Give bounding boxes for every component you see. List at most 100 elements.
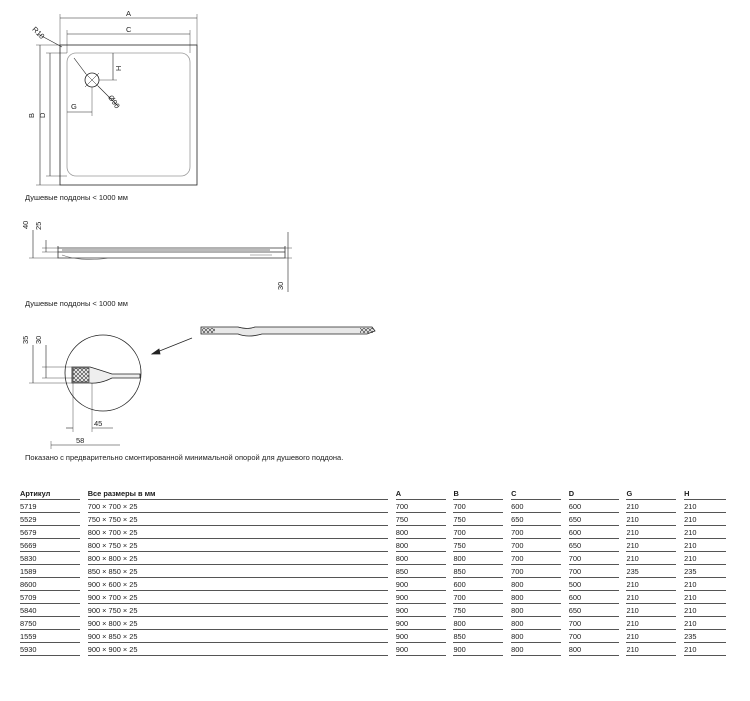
table-cell: 800 <box>511 617 561 630</box>
table-header-cell: G <box>626 485 677 500</box>
table-gap <box>561 617 569 630</box>
table-gap <box>388 500 396 513</box>
dim-label-a: A <box>126 9 131 18</box>
table-cell: 700 <box>453 591 504 604</box>
table-cell: 700 <box>511 565 561 578</box>
table-gap <box>676 526 684 539</box>
table-cell: 900 × 850 × 25 <box>87 630 388 643</box>
table-cell: 210 <box>684 513 726 526</box>
table-cell: 700 <box>511 552 561 565</box>
table-cell: 210 <box>626 617 677 630</box>
table-cell: 5709 <box>20 591 80 604</box>
table-cell: 900 <box>395 617 446 630</box>
table-cell: 800 <box>568 643 619 656</box>
table-cell: 850 <box>453 630 504 643</box>
dim-label-r10: R10 <box>30 25 46 41</box>
table-gap <box>503 643 511 656</box>
table-cell: 850 <box>453 565 504 578</box>
table-cell: 700 <box>453 526 504 539</box>
table-cell: 5930 <box>20 643 80 656</box>
table-cell: 750 <box>453 604 504 617</box>
table-header-cell: Все размеры в мм <box>87 485 388 500</box>
dim-label-g: G <box>71 102 77 111</box>
table-header-cell: D <box>568 485 619 500</box>
table-cell: 210 <box>684 591 726 604</box>
table-gap <box>561 643 569 656</box>
table-gap <box>619 630 627 643</box>
tray-inner-basin <box>66 52 191 177</box>
table-cell: 235 <box>626 565 677 578</box>
table-cell: 210 <box>626 552 677 565</box>
table-gap <box>676 500 684 513</box>
table-gap <box>388 552 396 565</box>
dim-label-45: 45 <box>94 419 102 428</box>
table-cell: 600 <box>511 500 561 513</box>
table-gap <box>388 526 396 539</box>
table-cell: 900 <box>395 578 446 591</box>
table-header-cell: A <box>395 485 446 500</box>
table-cell: 700 <box>568 565 619 578</box>
table-gap <box>446 565 454 578</box>
caption-top-view: Душевые поддоны < 1000 мм <box>25 193 128 202</box>
table-gap <box>561 578 569 591</box>
dim-label-h: H <box>114 66 123 71</box>
table-cell: 235 <box>684 565 726 578</box>
table-gap <box>503 565 511 578</box>
table-gap <box>446 539 454 552</box>
table-cell: 210 <box>684 643 726 656</box>
table-cell: 210 <box>684 617 726 630</box>
dim-label-35: 35 <box>21 336 30 344</box>
table-gap <box>676 565 684 578</box>
table-cell: 500 <box>568 578 619 591</box>
table-cell: 650 <box>568 604 619 617</box>
table-gap <box>619 643 627 656</box>
dim-label-c: C <box>126 25 132 34</box>
table-cell: 700 <box>568 630 619 643</box>
table-cell: 800 <box>395 552 446 565</box>
table-cell: 800 <box>511 604 561 617</box>
detail-view <box>29 326 376 449</box>
table-gap <box>503 617 511 630</box>
table-gap <box>80 643 88 656</box>
table-gap <box>503 485 511 500</box>
table-cell: 900 × 800 × 25 <box>87 617 388 630</box>
table-gap <box>388 513 396 526</box>
table-cell: 600 <box>453 578 504 591</box>
table-cell: 5719 <box>20 500 80 513</box>
table-gap <box>619 617 627 630</box>
table-header-cell: B <box>453 485 504 500</box>
table-gap <box>388 539 396 552</box>
table-gap <box>676 604 684 617</box>
dim-label-d90: Ø90 <box>106 93 122 110</box>
table-gap <box>388 643 396 656</box>
table-gap <box>619 500 627 513</box>
table-gap <box>561 604 569 617</box>
table-header-cell: H <box>684 485 726 500</box>
table-cell: 210 <box>626 526 677 539</box>
top-view <box>36 14 198 186</box>
table-cell: 210 <box>684 578 726 591</box>
table-gap <box>388 617 396 630</box>
table-cell: 210 <box>684 552 726 565</box>
table-cell: 210 <box>626 513 677 526</box>
table-cell: 650 <box>568 539 619 552</box>
table-cell: 5529 <box>20 513 80 526</box>
table-gap <box>676 539 684 552</box>
table-gap <box>619 526 627 539</box>
table-cell: 5669 <box>20 539 80 552</box>
caption-note: Показано с предварительно смонтированной… <box>25 453 344 462</box>
table-cell: 900 × 600 × 25 <box>87 578 388 591</box>
table-gap <box>80 526 88 539</box>
table-gap <box>503 591 511 604</box>
table-gap <box>676 485 684 500</box>
table-gap <box>503 513 511 526</box>
table-gap <box>676 513 684 526</box>
